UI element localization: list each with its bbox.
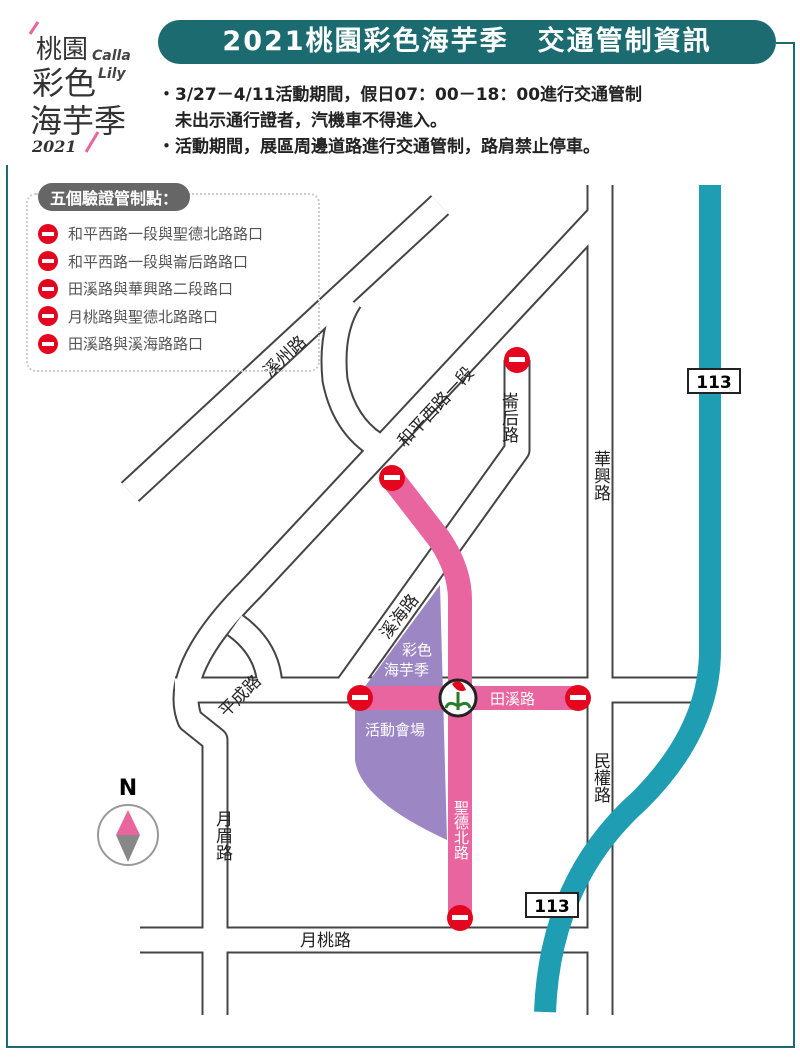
no-entry-icon [38, 223, 58, 244]
legend-item: 和平西路一段與崙后路路口 [38, 248, 263, 276]
svg-text:桃園: 桃園 [36, 35, 88, 65]
road-label-lunhou: 崙后路 [498, 392, 519, 443]
venue-area [355, 585, 447, 840]
note-3: ・活動期間，展區周邊道路進行交通管制，路肩禁止停車。 [158, 137, 600, 157]
highway-113 [534, 185, 721, 1013]
venue-line-2: 海芋季 [384, 661, 429, 679]
svg-text:海芋季: 海芋季 [30, 102, 126, 140]
compass: N [97, 776, 159, 866]
compass-north-label: N [119, 776, 137, 801]
legend-item-label: 和平西路一段與聖德北路路口 [68, 225, 264, 244]
highway-label-bottom: 113 [534, 897, 570, 917]
legend-item: 月桃路與聖德北路路口 [38, 303, 263, 331]
road-label-minquan: 民權路 [590, 752, 611, 803]
road-label-tianxi: 田溪路 [490, 690, 535, 708]
svg-text:Lily: Lily [98, 66, 127, 82]
notes: ・3/27－4/11活動期間，假日07：00－18：00進行交通管制 未出示通行… [158, 82, 642, 160]
road-label-yuetao: 月桃路 [300, 931, 351, 951]
note-1: ・3/27－4/11活動期間，假日07：00－18：00進行交通管制 [158, 85, 643, 105]
road-label-yuemei: 月眉路 [212, 810, 233, 861]
no-entry-icon [38, 251, 58, 272]
stop-points [347, 347, 591, 931]
checkpoint-legend: 五個驗證管制點： 和平西路一段與聖德北路路口 和平西路一段與崙后路路口 田溪路與… [26, 183, 320, 372]
legend-item-label: 和平西路一段與崙后路路口 [68, 252, 249, 271]
lily-marker [438, 678, 478, 718]
legend-item: 和平西路一段與聖德北路路口 [38, 220, 263, 248]
legend-item-label: 田溪路與溪海路路口 [68, 335, 204, 354]
svg-text:彩色: 彩色 [32, 64, 96, 102]
legend-item: 田溪路與溪海路路口 [38, 330, 263, 358]
legend-title: 五個驗證管制點： [38, 183, 191, 211]
no-entry-icon [38, 306, 58, 327]
highway-shields: 113 113 [525, 368, 741, 918]
highway-label-top: 113 [696, 373, 732, 393]
legend-item: 田溪路與華興路二段路口 [38, 275, 263, 303]
road-label-huaxing: 華興路 [590, 450, 611, 501]
legend-item-label: 月桃路與聖德北路路口 [68, 307, 219, 326]
page-title: 2021桃園彩色海芋季 交通管制資訊 [158, 20, 776, 64]
venue-line-1: 彩色 [402, 641, 432, 659]
note-2: 未出示通行證者，汽機車不得進入。 [158, 111, 447, 131]
road-label-shengde: 聖德北路 [452, 800, 470, 860]
no-entry-icon [38, 333, 58, 354]
legend-item-label: 田溪路與華興路二段路口 [68, 280, 234, 299]
no-entry-icon [38, 278, 58, 299]
venue-line-3: 活動會場 [365, 721, 425, 739]
svg-text:2021: 2021 [31, 137, 77, 156]
svg-text:Calla: Calla [92, 48, 131, 64]
festival-logo: 桃園 彩色 海芋季 Calla Lily 2021 [28, 21, 131, 156]
